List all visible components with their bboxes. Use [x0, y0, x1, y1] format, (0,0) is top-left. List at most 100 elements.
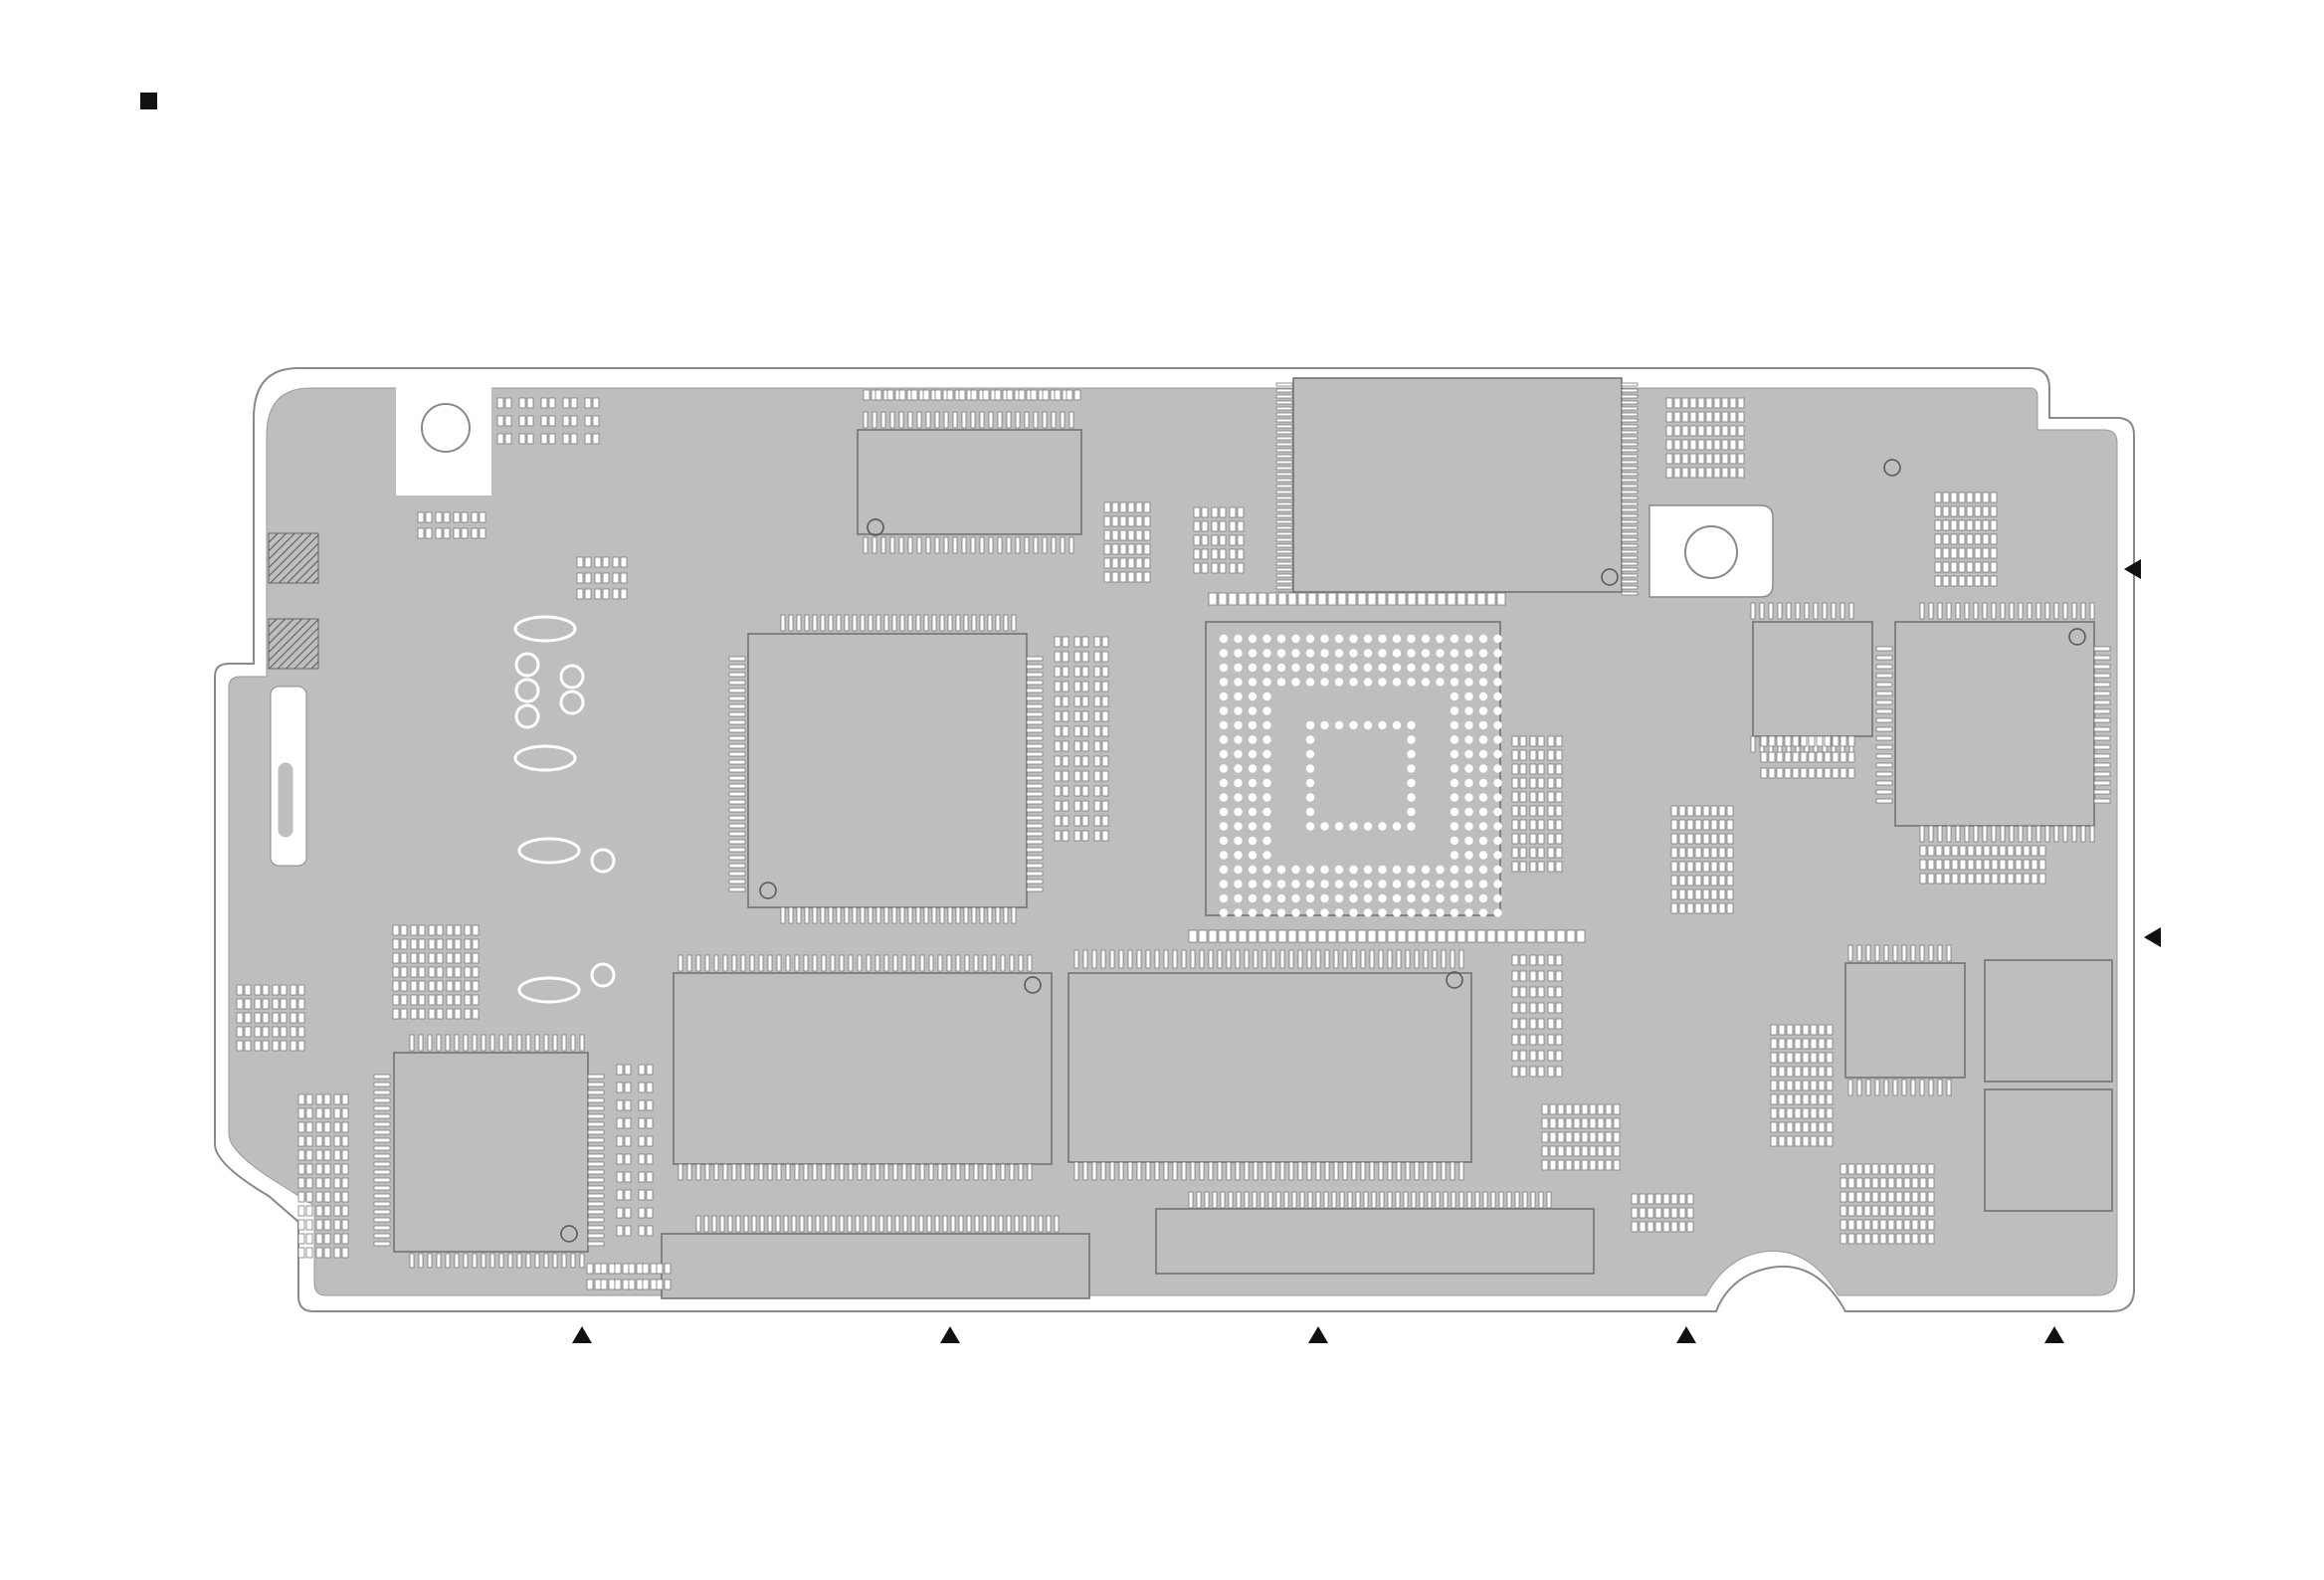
passive-pad [1771, 1122, 1777, 1132]
passive-pad [342, 1178, 348, 1188]
pin [956, 907, 960, 923]
bga-ball [1220, 880, 1228, 888]
passive-pad [1761, 752, 1767, 762]
pin [1442, 1162, 1446, 1180]
pin [1487, 930, 1495, 942]
passive-pad [1120, 572, 1126, 582]
bga-ball [1320, 908, 1328, 916]
passive-pad [1128, 502, 1134, 512]
bga-ball [1407, 880, 1415, 888]
passive-pad [1787, 1039, 1793, 1049]
passive-pad [1872, 1206, 1878, 1216]
passive-pad [637, 1264, 643, 1274]
pin [687, 955, 691, 971]
pin [999, 1216, 1003, 1232]
bga-ball [1464, 750, 1472, 758]
passive-pad [1719, 889, 1725, 899]
bga-ball [1479, 851, 1487, 859]
passive-pad [1238, 507, 1244, 517]
pin [1507, 1192, 1511, 1208]
pin [1209, 950, 1213, 968]
pin [1218, 1162, 1222, 1180]
passive-pad [1082, 771, 1088, 781]
passive-pad [923, 390, 929, 400]
passive-pad [281, 985, 287, 995]
pin [1515, 1192, 1519, 1208]
bga-ball [1249, 649, 1257, 657]
passive-pad [647, 1208, 653, 1218]
pin [1444, 1192, 1448, 1208]
pin [588, 1186, 604, 1190]
pin [926, 537, 930, 553]
passive-pad [419, 939, 425, 949]
passive-pad [334, 1248, 340, 1258]
passive-pad [1063, 816, 1068, 826]
passive-pad [263, 1013, 269, 1023]
pin [482, 1254, 485, 1268]
passive-pad [1690, 454, 1696, 464]
passive-pad [1827, 1108, 1833, 1118]
passive-pad [1848, 1206, 1854, 1216]
passive-pad [1695, 848, 1701, 858]
mounting-hole [422, 404, 470, 452]
passive-pad [1727, 862, 1733, 872]
passive-pad [1144, 558, 1150, 568]
pin [1027, 776, 1043, 780]
pin [1182, 1162, 1186, 1180]
passive-pad [1542, 1104, 1548, 1114]
pin [1209, 930, 1217, 942]
passive-pad [1803, 1053, 1809, 1063]
pin [2054, 826, 2058, 842]
pin [588, 1130, 604, 1134]
passive-pad [505, 434, 511, 444]
pin [1146, 950, 1150, 968]
passive-pad [1727, 876, 1733, 886]
pin [795, 1164, 799, 1180]
pin [1173, 1162, 1177, 1180]
pin [1276, 449, 1292, 452]
pin [1332, 1192, 1336, 1208]
pin [1902, 1080, 1906, 1095]
passive-pad [1825, 736, 1831, 746]
bga-ball [1464, 664, 1472, 672]
pin [1920, 1080, 1924, 1095]
pin [374, 1138, 390, 1142]
pin [875, 955, 879, 971]
bga-ball [1349, 908, 1357, 916]
passive-pad [1548, 1035, 1554, 1045]
pin [1622, 526, 1638, 529]
pin [1288, 930, 1296, 942]
bga-ball [1220, 779, 1228, 787]
passive-pad [1803, 1039, 1809, 1049]
connector-bottom-center [1156, 1209, 1594, 1274]
bga-ball [1306, 866, 1314, 874]
pin [1348, 1192, 1352, 1208]
pin [1237, 1192, 1241, 1208]
bga-ball [1464, 706, 1472, 714]
pin [1001, 955, 1005, 971]
bga-ball [1234, 779, 1242, 787]
passive-pad [1548, 1003, 1554, 1013]
passive-pad [1787, 1067, 1793, 1077]
pin [1028, 1164, 1032, 1180]
pin [571, 1035, 575, 1051]
bga-ball [1451, 664, 1458, 672]
passive-pad [447, 939, 453, 949]
passive-pad [1803, 1094, 1809, 1104]
pin [2028, 603, 2032, 619]
passive-pad [2039, 846, 2045, 856]
pin [1457, 930, 1465, 942]
pin [1361, 950, 1365, 968]
passive-pad [1055, 667, 1061, 677]
passive-pad [1856, 1220, 1862, 1230]
passive-pad [1959, 520, 1965, 530]
pin [1622, 383, 1638, 386]
pin [1920, 945, 1924, 961]
pin [1276, 431, 1292, 434]
pin [980, 412, 984, 428]
passive-pad [571, 398, 577, 408]
passive-pad [298, 1248, 304, 1258]
passive-pad [595, 557, 601, 567]
passive-pad [1698, 454, 1704, 464]
pin [1298, 1162, 1302, 1180]
